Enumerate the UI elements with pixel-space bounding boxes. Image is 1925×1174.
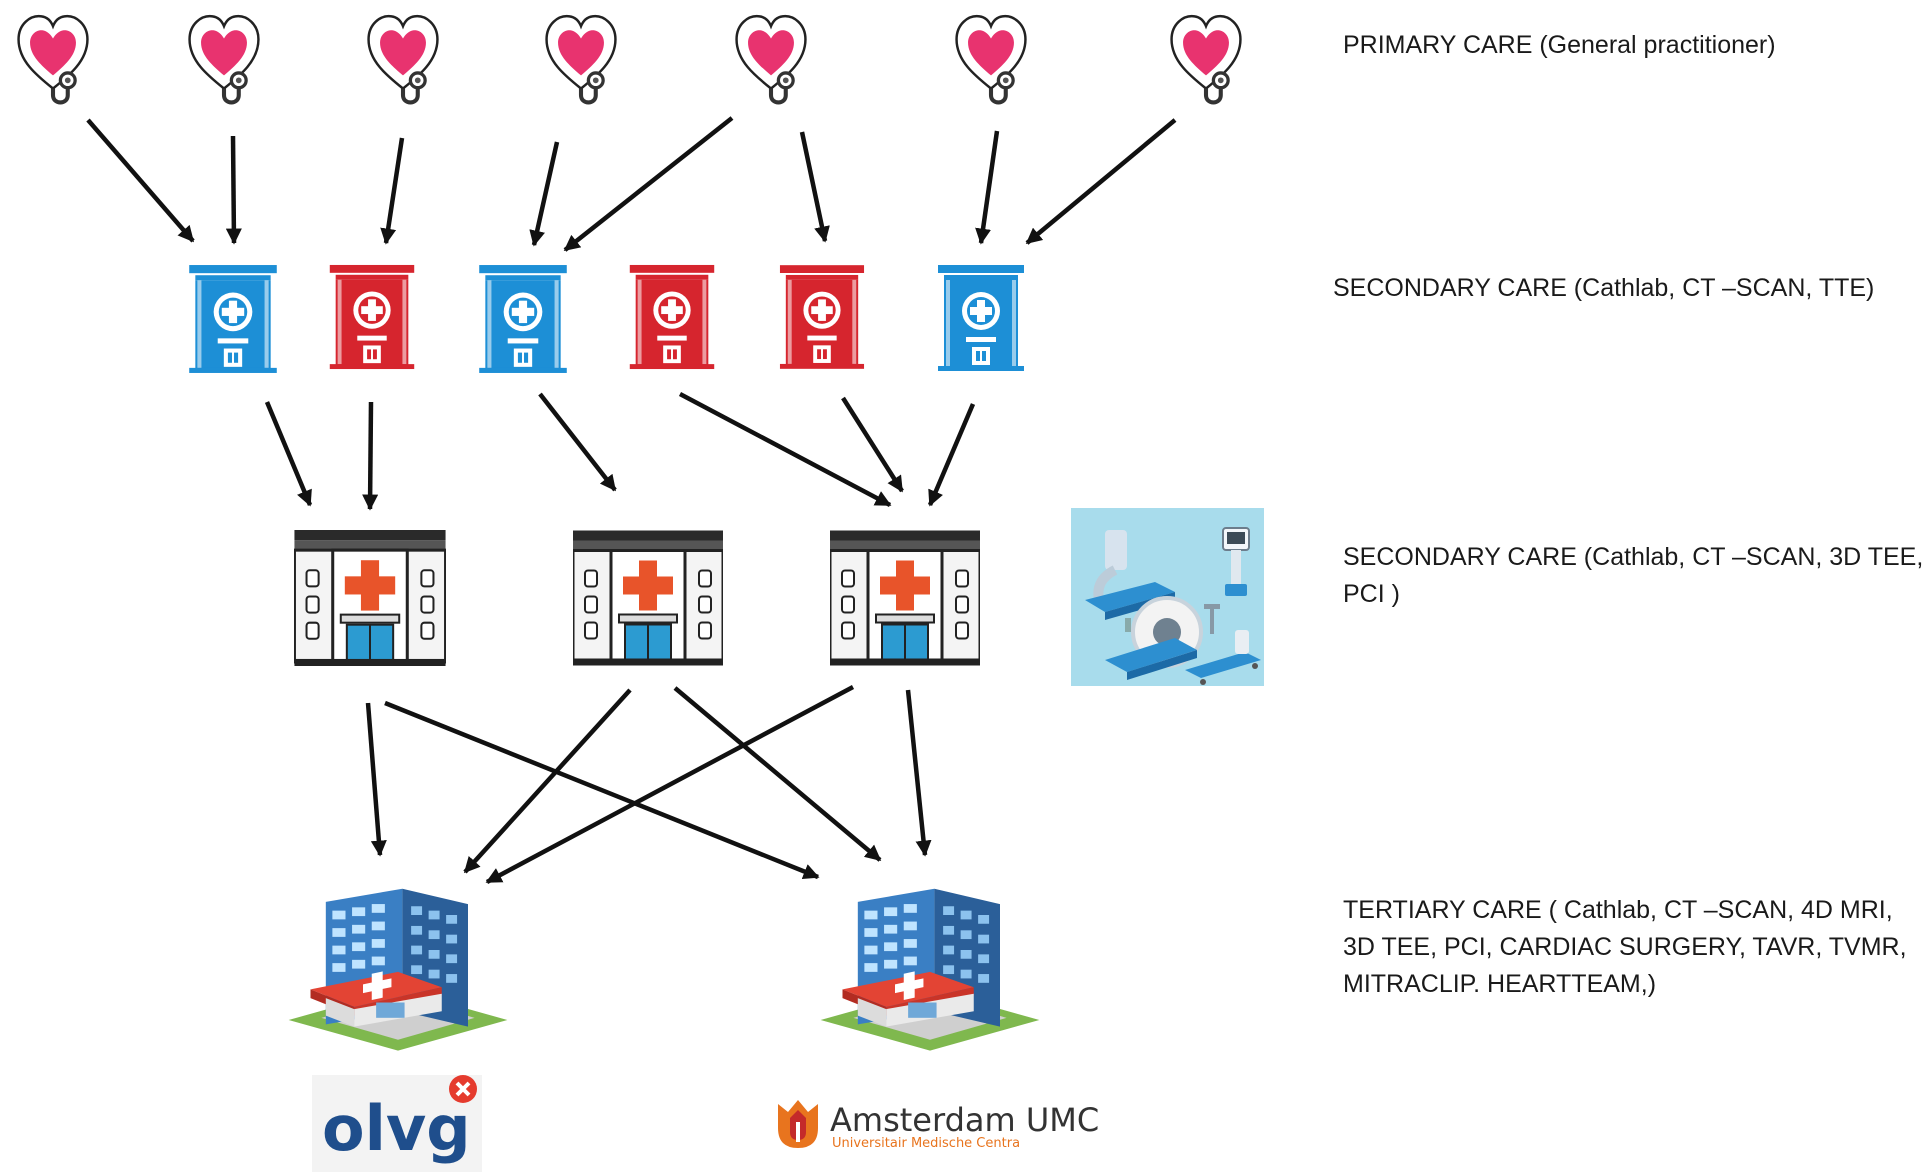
stethoscope-heart-icon bbox=[369, 16, 438, 102]
secondary-hospitals-row bbox=[294, 530, 980, 666]
stethoscope-heart-icon bbox=[190, 16, 259, 102]
tertiary-hospital-icon bbox=[288, 888, 508, 1051]
hospital-building-icon bbox=[573, 530, 723, 666]
clinic-building-icon bbox=[189, 265, 277, 373]
arrow bbox=[975, 130, 1000, 245]
clinic-building-icon bbox=[329, 264, 415, 370]
amsterdam-umc-subtitle: Universitair Medische Centra bbox=[832, 1136, 1020, 1151]
arrow bbox=[485, 685, 855, 884]
olvg-logo: olvg bbox=[312, 1075, 482, 1172]
arrow bbox=[264, 401, 313, 507]
clinic-building-icon bbox=[479, 265, 567, 373]
arrow bbox=[365, 702, 387, 857]
primary-care-label: PRIMARY CARE (General practitioner) bbox=[1343, 27, 1776, 64]
arrow bbox=[563, 116, 734, 252]
stethoscope-heart-icon bbox=[1172, 16, 1241, 102]
arrow bbox=[225, 135, 242, 245]
amsterdam-umc-logo: Amsterdam UMC Universitair Medische Cent… bbox=[778, 1100, 1099, 1151]
arrow bbox=[380, 137, 405, 245]
arrow bbox=[463, 688, 632, 874]
tertiary-row bbox=[288, 888, 1040, 1051]
hospital-building-icon bbox=[294, 530, 446, 666]
secondary-care-label-1: SECONDARY CARE (Cathlab, CT –SCAN, TTE) bbox=[1333, 270, 1874, 307]
label-line: MITRACLIP. HEARTTEAM,) bbox=[1343, 970, 1657, 998]
arrow bbox=[384, 700, 820, 880]
label-line: 3D TEE, PCI, CARDIAC SURGERY, TAVR, TVMR… bbox=[1343, 933, 1907, 961]
arrow bbox=[529, 141, 560, 247]
label-line: SECONDARY CARE (Cathlab, CT –SCAN, TTE) bbox=[1333, 274, 1875, 302]
label-line: TERTIARY CARE ( Cathlab, CT –SCAN, 4D MR… bbox=[1343, 896, 1893, 924]
arrow bbox=[678, 392, 892, 507]
amsterdam-umc-name: Amsterdam UMC bbox=[830, 1101, 1099, 1139]
arrow bbox=[905, 689, 932, 857]
arrow bbox=[86, 118, 195, 243]
arrow bbox=[538, 392, 617, 492]
arrow bbox=[673, 686, 882, 862]
primary-care-row bbox=[19, 16, 1241, 102]
arrow bbox=[799, 131, 830, 243]
olvg-logo-text: olvg bbox=[322, 1092, 471, 1165]
stethoscope-heart-icon bbox=[547, 16, 616, 102]
arrow bbox=[927, 403, 976, 507]
arrow bbox=[362, 401, 379, 511]
clinic-building-icon bbox=[938, 265, 1024, 371]
tertiary-care-label: TERTIARY CARE ( Cathlab, CT –SCAN, 4D MR… bbox=[1343, 892, 1907, 1003]
hospital-building-icon bbox=[830, 530, 980, 666]
arrow bbox=[841, 396, 904, 493]
clinic-building-icon bbox=[629, 264, 715, 370]
label-line: PCI ) bbox=[1343, 580, 1400, 608]
tertiary-hospital-icon bbox=[820, 888, 1040, 1051]
clinic-building-icon bbox=[779, 265, 865, 369]
stethoscope-heart-icon bbox=[737, 16, 806, 102]
medical-equipment-icon bbox=[1071, 508, 1264, 686]
arrow bbox=[1025, 118, 1177, 245]
arrows bbox=[86, 116, 1177, 884]
label-line: SECONDARY CARE (Cathlab, CT –SCAN, 3D TE… bbox=[1343, 543, 1924, 571]
secondary-clinics-row bbox=[189, 264, 1024, 373]
stethoscope-heart-icon bbox=[957, 16, 1026, 102]
stethoscope-heart-icon bbox=[19, 16, 88, 102]
secondary-care-label-2: SECONDARY CARE (Cathlab, CT –SCAN, 3D TE… bbox=[1343, 539, 1923, 613]
label-line: PRIMARY CARE (General practitioner) bbox=[1343, 31, 1776, 59]
